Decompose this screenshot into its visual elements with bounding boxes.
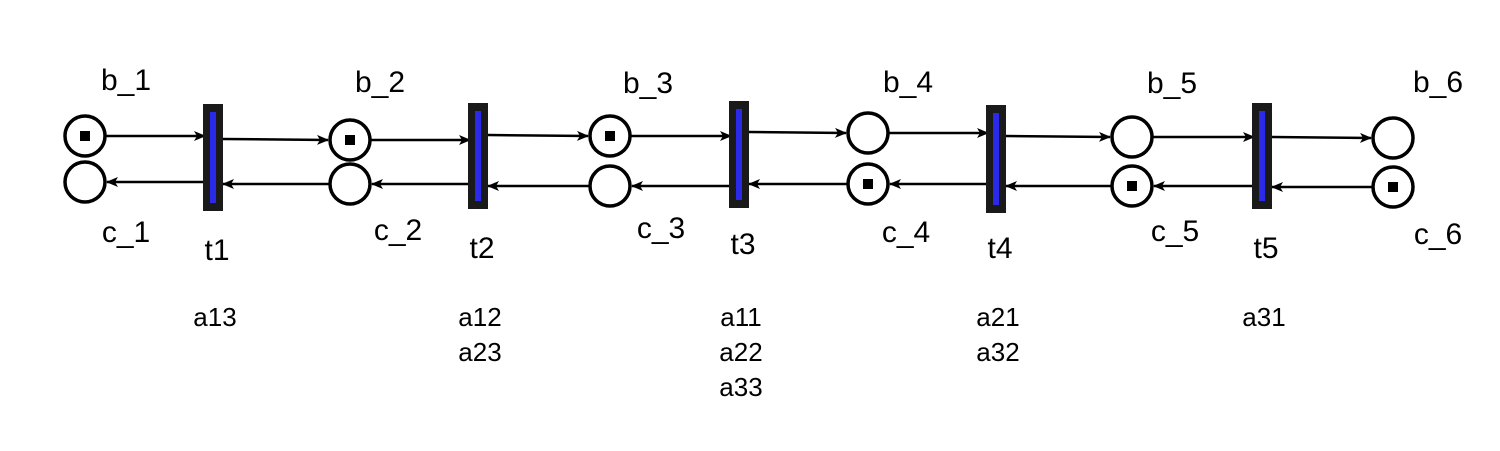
place-label-b_5: b_5 bbox=[1147, 67, 1197, 100]
places bbox=[63, 111, 1415, 209]
place-b_4 bbox=[846, 111, 890, 155]
arcs bbox=[105, 127, 1373, 192]
transition-annotation-a31: a31 bbox=[1242, 302, 1285, 332]
transition-t4-bar bbox=[993, 113, 999, 205]
transition-annotation-a22: a22 bbox=[719, 337, 762, 367]
place-c_2 bbox=[328, 162, 372, 206]
place-label-c_5: c_5 bbox=[1151, 215, 1199, 248]
place-label-b_3: b_3 bbox=[623, 67, 673, 100]
transition-annotation-a21: a21 bbox=[976, 302, 1019, 332]
place-label-c_6: c_6 bbox=[1414, 218, 1462, 251]
token-b_3 bbox=[605, 131, 615, 141]
transition-annotation-a11: a11 bbox=[720, 302, 761, 332]
arc-t1-b2 bbox=[222, 134, 329, 145]
transition-label-t1: t1 bbox=[204, 234, 229, 267]
transition-annotation-a33: a33 bbox=[719, 372, 762, 402]
transition-t1-bar bbox=[210, 112, 216, 203]
token-b_1 bbox=[80, 131, 90, 141]
arc-t2-b3 bbox=[487, 130, 589, 141]
token-c_5 bbox=[1127, 181, 1137, 191]
transition-annotation-a12: a12 bbox=[458, 302, 501, 332]
place-b_5 bbox=[1110, 115, 1154, 159]
place-label-c_1: c_1 bbox=[102, 216, 150, 249]
place-label-b_1: b_1 bbox=[101, 64, 151, 97]
place-label-c_2: c_2 bbox=[374, 214, 422, 247]
transition-label-t3: t3 bbox=[730, 228, 755, 261]
place-label-c_3: c_3 bbox=[637, 212, 685, 245]
transition-annotation-a32: a32 bbox=[976, 337, 1019, 367]
labels: t1 a13 t2 a12 a23 t3 a11 a22 a33 t4 a21 a32 t5 a31 b_1… bbox=[101, 64, 1463, 402]
transition-label-t4: t4 bbox=[987, 232, 1012, 265]
token-c_4 bbox=[863, 179, 873, 189]
transitions bbox=[203, 101, 1272, 213]
token-b_2 bbox=[345, 135, 355, 145]
transition-t3-bar bbox=[736, 109, 742, 200]
place-label-b_6: b_6 bbox=[1413, 66, 1463, 99]
transition-annotation-a23: a23 bbox=[458, 337, 501, 367]
place-c_1 bbox=[63, 160, 107, 204]
place-b_6 bbox=[1371, 116, 1415, 160]
transition-label-t5: t5 bbox=[1253, 232, 1278, 265]
place-label-b_4: b_4 bbox=[883, 66, 933, 99]
place-c_3 bbox=[588, 164, 632, 208]
arc-t4-b5 bbox=[1005, 131, 1111, 142]
transition-label-t2: t2 bbox=[469, 232, 494, 265]
place-label-b_2: b_2 bbox=[355, 66, 405, 99]
transition-annotation-a13: a13 bbox=[193, 302, 236, 332]
transition-t5-bar bbox=[1259, 111, 1265, 201]
arc-t3-b4 bbox=[748, 127, 847, 138]
arc-t5-b6 bbox=[1271, 132, 1372, 143]
token-c_6 bbox=[1388, 182, 1398, 192]
place-label-c_4: c_4 bbox=[882, 216, 930, 249]
transition-t2-bar bbox=[475, 111, 481, 201]
